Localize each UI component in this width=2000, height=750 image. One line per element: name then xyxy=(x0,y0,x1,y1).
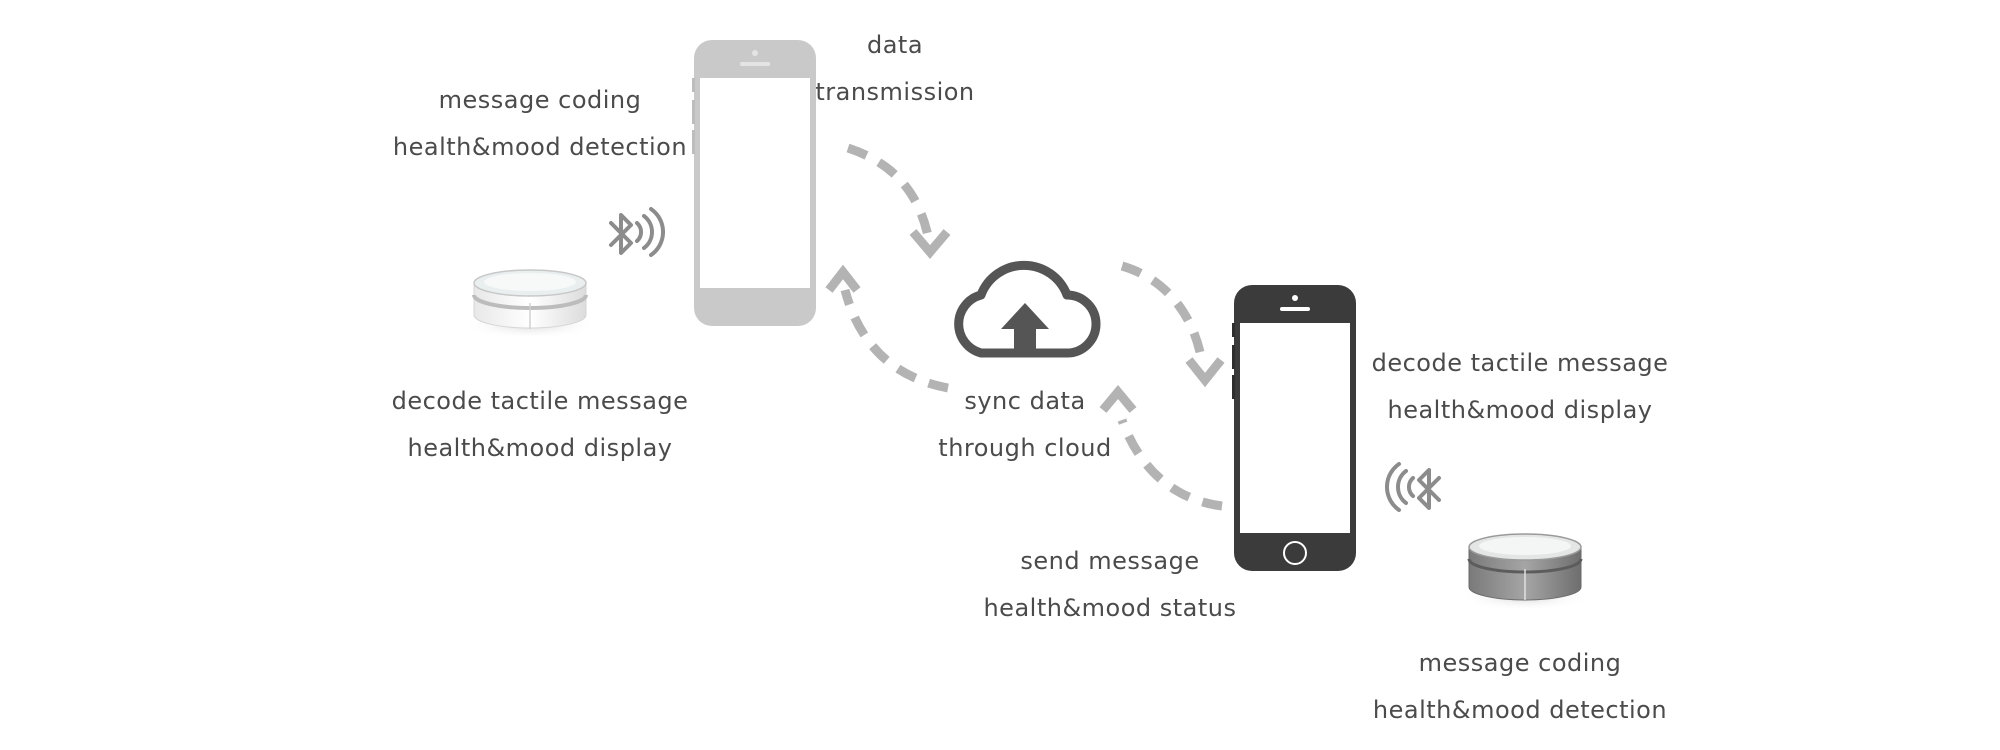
right-bluetooth-signal-icon xyxy=(1385,462,1441,512)
arrow-right-phone-to-cloud xyxy=(1117,418,1223,511)
right-smartphone xyxy=(1232,285,1356,571)
send-message-line1: send message xyxy=(1020,547,1200,575)
right-top-label-line2: health&mood display xyxy=(1387,396,1653,424)
right-bottom-label-line2: health&mood detection xyxy=(1372,696,1668,724)
arrowhead-up-left xyxy=(825,264,861,293)
cloud-sync-line2: through cloud xyxy=(938,434,1112,462)
left-bottom-label-line2: health&mood display xyxy=(407,434,673,462)
data-transmission-label: data transmission xyxy=(800,22,990,116)
left-bottom-label: decode tactile message health&mood displ… xyxy=(380,378,700,472)
arrow-phone-to-cloud-top xyxy=(846,143,933,237)
data-transmission-line1: data xyxy=(866,31,924,59)
left-wearable-device xyxy=(462,269,598,339)
arrow-cloud-to-right-phone xyxy=(1120,261,1207,363)
left-smartphone xyxy=(692,40,816,326)
cloud-upload-icon xyxy=(954,260,1101,358)
right-top-label-line1: decode tactile message xyxy=(1371,349,1669,377)
left-top-label-line1: message coding xyxy=(438,86,642,114)
right-wearable-device xyxy=(1457,533,1593,611)
left-bluetooth-signal-icon xyxy=(609,207,665,257)
arrow-cloud-to-left-phone xyxy=(840,288,949,393)
left-top-label: message coding health&mood detection xyxy=(380,77,700,171)
cloud-sync-line1: sync data xyxy=(964,387,1086,415)
right-bottom-label-line1: message coding xyxy=(1418,649,1622,677)
cloud-sync-label: sync data through cloud xyxy=(910,378,1140,472)
left-bottom-label-line1: decode tactile message xyxy=(391,387,689,415)
arrowhead-down-right xyxy=(1185,357,1225,388)
arrowhead-up-right xyxy=(1099,384,1137,413)
right-top-label: decode tactile message health&mood displ… xyxy=(1360,340,1680,434)
data-transmission-line2: transmission xyxy=(815,78,975,106)
send-message-line2: health&mood status xyxy=(983,594,1237,622)
send-message-label: send message health&mood status xyxy=(960,538,1260,632)
arrowhead-down-left xyxy=(909,229,951,259)
left-top-label-line2: health&mood detection xyxy=(392,133,688,161)
right-bottom-label: message coding health&mood detection xyxy=(1360,640,1680,734)
